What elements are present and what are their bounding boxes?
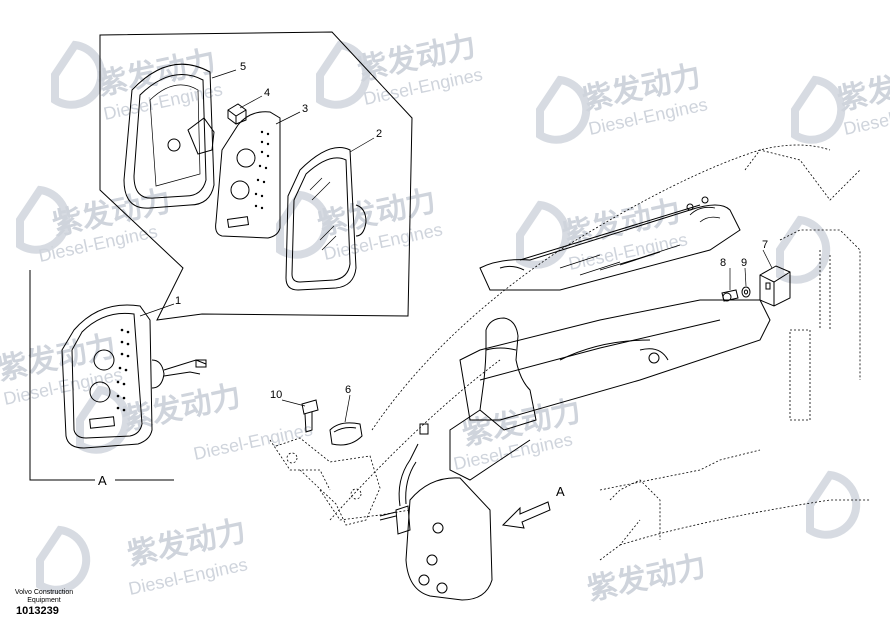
watermark-logo	[36, 525, 91, 594]
callout-1: 1	[175, 295, 181, 307]
part-bolt-small	[721, 289, 739, 302]
indicator-dots	[254, 130, 270, 210]
watermark-logo	[16, 185, 71, 254]
rear-frame	[599, 229, 861, 540]
watermark-layer	[16, 40, 861, 594]
document-number: 1013239	[16, 605, 59, 617]
watermark-logo	[776, 215, 831, 284]
view-a-arrow	[501, 501, 551, 529]
view-label-a: A	[98, 473, 107, 488]
part-rear-housing	[123, 63, 215, 209]
watermark-brand-en: Diesel-Engines	[192, 419, 315, 464]
machine-cab-outline	[269, 144, 870, 561]
watermark-logo	[806, 470, 861, 539]
callout-7: 7	[762, 239, 768, 251]
callout-9: 9	[741, 257, 747, 269]
watermark-logo	[51, 40, 106, 109]
callout-labels: 5 4 3 2 1 10 6 8 9 7 A A	[98, 61, 768, 499]
callout-5: 5	[240, 61, 246, 73]
part-switch-panel-assembled	[61, 304, 207, 449]
footer-caption: Volvo Construction Equipment	[8, 589, 80, 605]
caption-line-1: Volvo Construction	[14, 589, 74, 596]
mounting-bracket	[275, 437, 381, 526]
callout-8: 8	[720, 257, 726, 269]
part-control-panel	[215, 111, 281, 239]
mounted-switch-panel	[379, 423, 493, 601]
part-clip	[227, 103, 247, 125]
watermark-brand-cn: 紫发动力	[585, 550, 709, 607]
watermark-text-layer: 紫发动力 Diesel-Engines 紫发动力 Diesel-Engines …	[0, 30, 890, 607]
watermark-logo	[516, 200, 571, 269]
view-arrow-label-a: A	[556, 484, 565, 499]
joystick	[449, 317, 537, 481]
console-body	[459, 196, 771, 421]
callout-3: 3	[302, 103, 308, 115]
watermark-logo	[536, 75, 591, 144]
exploded-view-balloon	[99, 31, 413, 321]
watermark-brand-cn: 紫发动力	[120, 380, 244, 437]
callout-6: 6	[345, 384, 351, 396]
watermark-logo	[316, 40, 371, 109]
watermark-brand-cn: 紫发动力	[835, 60, 890, 117]
watermark-logo	[276, 190, 331, 259]
watermark-logo	[791, 75, 846, 144]
part-clear-cover	[285, 147, 367, 291]
watermark-logo	[76, 385, 131, 454]
view-a-frame	[29, 270, 174, 481]
part-plug	[329, 422, 363, 446]
callout-2: 2	[376, 128, 382, 140]
leader-lines	[139, 69, 773, 423]
part-washer	[741, 286, 751, 298]
part-bolt	[301, 399, 319, 433]
callout-4: 4	[264, 87, 270, 99]
part-relay	[759, 265, 791, 307]
callout-10: 10	[270, 389, 282, 401]
caption-line-2: Equipment	[27, 597, 61, 604]
